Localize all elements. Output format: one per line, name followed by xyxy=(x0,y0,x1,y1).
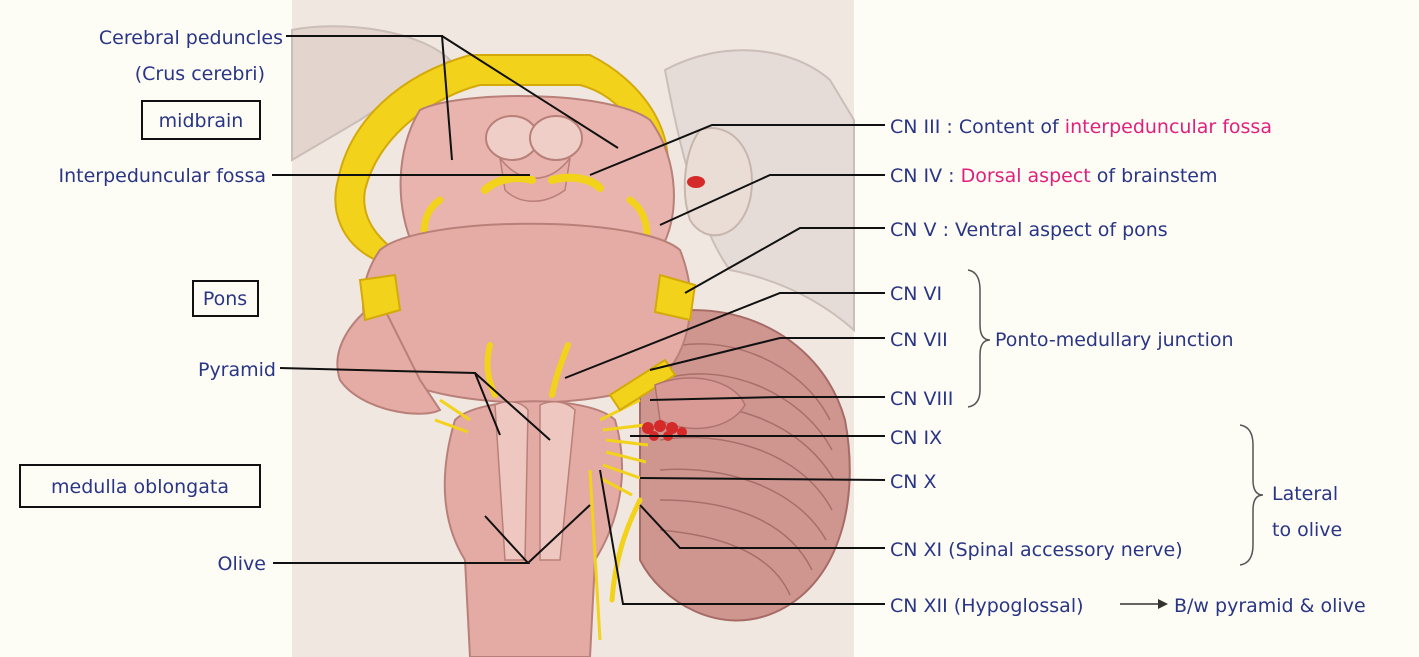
label-interpeduncular-fossa: Interpeduncular fossa xyxy=(58,165,266,187)
label-cn6: CN VI xyxy=(890,283,942,305)
label-cn10: CN X xyxy=(890,471,937,493)
label-lateral-to-olive-1: Lateral xyxy=(1272,483,1338,505)
label-ponto-medullary-junction: Ponto-medullary junction xyxy=(995,329,1234,351)
label-cn12: CN XII (Hypoglossal) xyxy=(890,595,1084,617)
label-cn12-note: B/w pyramid & olive xyxy=(1174,595,1366,617)
mammillary-body-right xyxy=(530,116,582,160)
label-cn11: CN XI (Spinal accessory nerve) xyxy=(890,539,1183,561)
arrow-head-icon xyxy=(1158,599,1168,609)
label-lateral-to-olive-2: to olive xyxy=(1272,519,1342,541)
label-pyramid: Pyramid xyxy=(198,359,276,381)
label-cn3: CN III : Content of interpeduncular foss… xyxy=(890,116,1272,138)
label-medulla-oblongata: medulla oblongata xyxy=(51,476,229,498)
label-cn7: CN VII xyxy=(890,329,948,351)
brace-ponto-medullary xyxy=(968,270,990,407)
brainstem-illustration xyxy=(292,0,854,657)
brace-lateral-to-olive xyxy=(1240,425,1263,565)
label-olive: Olive xyxy=(218,553,266,575)
label-cn4: CN IV : Dorsal aspect of brainstem xyxy=(890,165,1218,187)
label-cn5: CN V : Ventral aspect of pons xyxy=(890,219,1168,241)
label-cn8: CN VIII xyxy=(890,388,953,410)
label-cn9: CN IX xyxy=(890,427,942,449)
label-cerebral-peduncles: Cerebral peduncles xyxy=(99,27,283,49)
label-midbrain: midbrain xyxy=(159,110,244,132)
label-crus-cerebri: (Crus cerebri) xyxy=(135,63,265,85)
red-spot-temporal xyxy=(687,176,705,188)
label-pons: Pons xyxy=(203,288,247,310)
